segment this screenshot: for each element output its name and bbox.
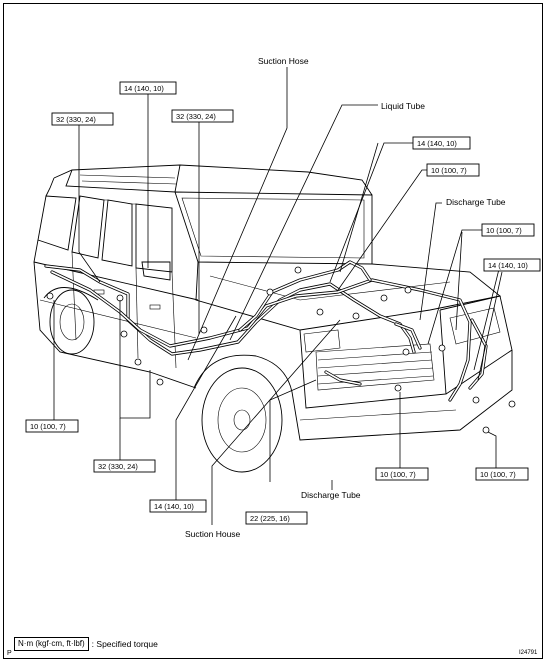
label-discharge-tube-bottom: Discharge Tube [301,490,361,500]
torque-legend: N·m (kgf·cm, ft·lbf) : Specified torque [14,637,158,651]
svg-text:14 (140, 10): 14 (140, 10) [417,139,457,148]
svg-text:10 (100, 7): 10 (100, 7) [30,422,66,431]
ac-tubes [44,260,516,434]
torque-box: 14 (140, 10) [149,499,207,513]
svg-text:10 (100, 7): 10 (100, 7) [480,470,516,479]
vehicle-body [33,164,513,473]
svg-text:10 (100, 7): 10 (100, 7) [380,470,416,479]
torque-box: 14 (140, 10) [483,258,541,272]
label-discharge-tube-top: Discharge Tube [446,197,506,207]
torque-boxes: 14 (140, 10) 32 (330, 24) 32 (330, 24) 1… [25,81,541,525]
torque-box: 32 (330, 24) [51,112,114,126]
torque-box: 14 (140, 10) [119,81,177,95]
torque-box: 32 (330, 24) [171,109,234,123]
svg-text:14 (140, 10): 14 (140, 10) [488,261,528,270]
svg-text:32 (330, 24): 32 (330, 24) [98,462,138,471]
svg-text:14 (140, 10): 14 (140, 10) [124,84,164,93]
legend-unit-box: N·m (kgf·cm, ft·lbf) [14,637,89,651]
torque-box: 22 (225, 16) [245,511,308,525]
svg-text:10 (100, 7): 10 (100, 7) [486,226,522,235]
torque-box: 10 (100, 7) [375,467,429,481]
svg-text:32 (330, 24): 32 (330, 24) [176,112,216,121]
torque-box: 14 (140, 10) [412,136,471,150]
corner-letter: P [7,650,12,657]
diagram-frame [3,3,543,659]
label-liquid-tube: Liquid Tube [381,101,425,111]
torque-box: 32 (330, 24) [93,459,156,473]
svg-text:14 (140, 10): 14 (140, 10) [154,502,194,511]
label-suction-hose: Suction Hose [258,56,309,66]
svg-text:22 (225, 16): 22 (225, 16) [250,514,290,523]
leader-lines [53,67,503,525]
figure-id: I24791 [519,650,538,656]
torque-box: 10 (100, 7) [481,223,535,237]
svg-text:10 (100, 7): 10 (100, 7) [431,166,467,175]
torque-box: 10 (100, 7) [426,163,480,177]
label-suction-house: Suction House [185,529,241,539]
text-labels: Suction Hose Liquid Tube Discharge Tube … [185,56,506,539]
svg-text:32 (330, 24): 32 (330, 24) [56,115,96,124]
legend-text: : Specified torque [91,639,158,649]
torque-box: 10 (100, 7) [25,419,79,433]
torque-box: 10 (100, 7) [475,467,529,481]
